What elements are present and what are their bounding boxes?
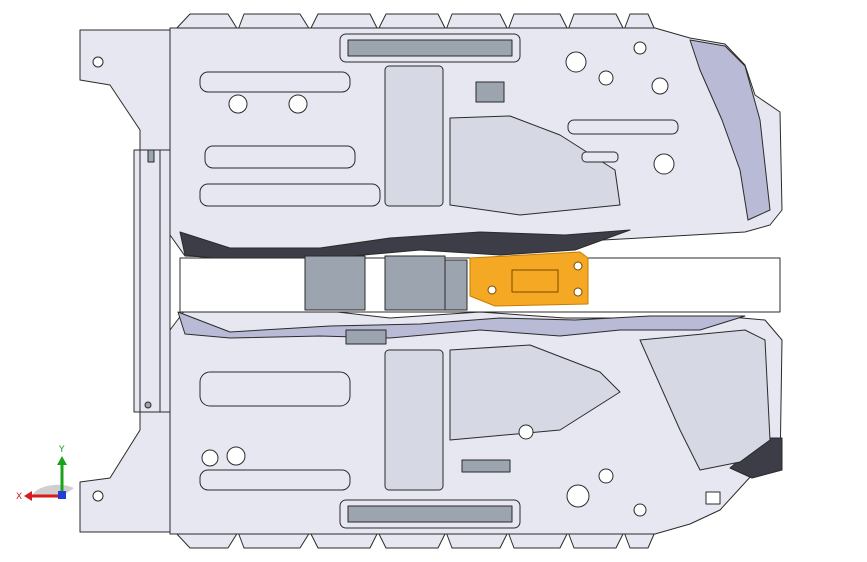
lower-hole-f xyxy=(633,503,647,517)
y-axis-arrowhead xyxy=(57,456,67,465)
lower-hole-g xyxy=(144,401,152,409)
lower-small-bracket xyxy=(705,491,721,505)
lower-hole-c xyxy=(566,484,590,508)
upper-hole-e xyxy=(653,153,675,175)
lower-shade-sill xyxy=(177,311,746,339)
z-axis-marker xyxy=(58,491,66,499)
bottom-flange-teeth xyxy=(174,531,656,549)
bracket-slot xyxy=(511,269,559,293)
lower-right-edge-shade xyxy=(639,329,771,471)
lower-rib-2 xyxy=(199,469,351,491)
lower-hole-a xyxy=(201,449,219,467)
y-axis-label: Y xyxy=(58,445,65,455)
upper-rib-2 xyxy=(204,145,356,169)
lower-hole-b xyxy=(226,446,246,466)
lower-center-channel xyxy=(384,349,444,491)
bracket-hole-2 xyxy=(573,287,583,297)
x-axis-label: X xyxy=(16,492,22,502)
upper-hole-b xyxy=(288,94,308,114)
mount-hole-top-left xyxy=(92,56,104,68)
tunnel-block-1 xyxy=(304,255,366,311)
bracket-hole-3 xyxy=(487,285,497,295)
lower-hole-d xyxy=(598,468,614,484)
upper-hole-d xyxy=(598,70,614,86)
upper-hole-f xyxy=(633,41,647,55)
coordinate-triad: X Y xyxy=(16,445,74,502)
left-frame-rail xyxy=(133,149,171,413)
top-flange-teeth xyxy=(174,13,656,31)
lower-hole-e xyxy=(518,424,534,440)
upper-center-channel xyxy=(384,65,444,207)
upper-right-slot xyxy=(567,119,679,135)
tunnel-block-3 xyxy=(444,259,468,311)
upper-small-block xyxy=(475,81,505,103)
lower-ramp xyxy=(449,344,621,441)
tunnel-block-2 xyxy=(384,255,446,311)
upper-ramp xyxy=(449,115,621,216)
bracket-hole-1 xyxy=(573,261,583,271)
upper-rib-3 xyxy=(199,183,381,207)
floor-panel-model[interactable] xyxy=(79,13,783,549)
upper-left-mark xyxy=(147,149,155,163)
upper-right-edge-shade xyxy=(689,39,771,221)
lower-rib-1 xyxy=(199,371,351,407)
lower-grey-mark-2 xyxy=(461,459,511,473)
upper-rib-1 xyxy=(199,71,351,93)
x-axis-arrowhead xyxy=(24,491,32,501)
upper-hole-c xyxy=(565,51,587,73)
mount-hole-bottom-left xyxy=(92,490,104,502)
left-frame-bottom xyxy=(79,399,171,533)
lower-grey-mark-1 xyxy=(345,329,387,345)
upper-hole-a xyxy=(228,94,248,114)
upper-hole-g xyxy=(651,77,669,95)
left-frame-top xyxy=(79,29,171,161)
